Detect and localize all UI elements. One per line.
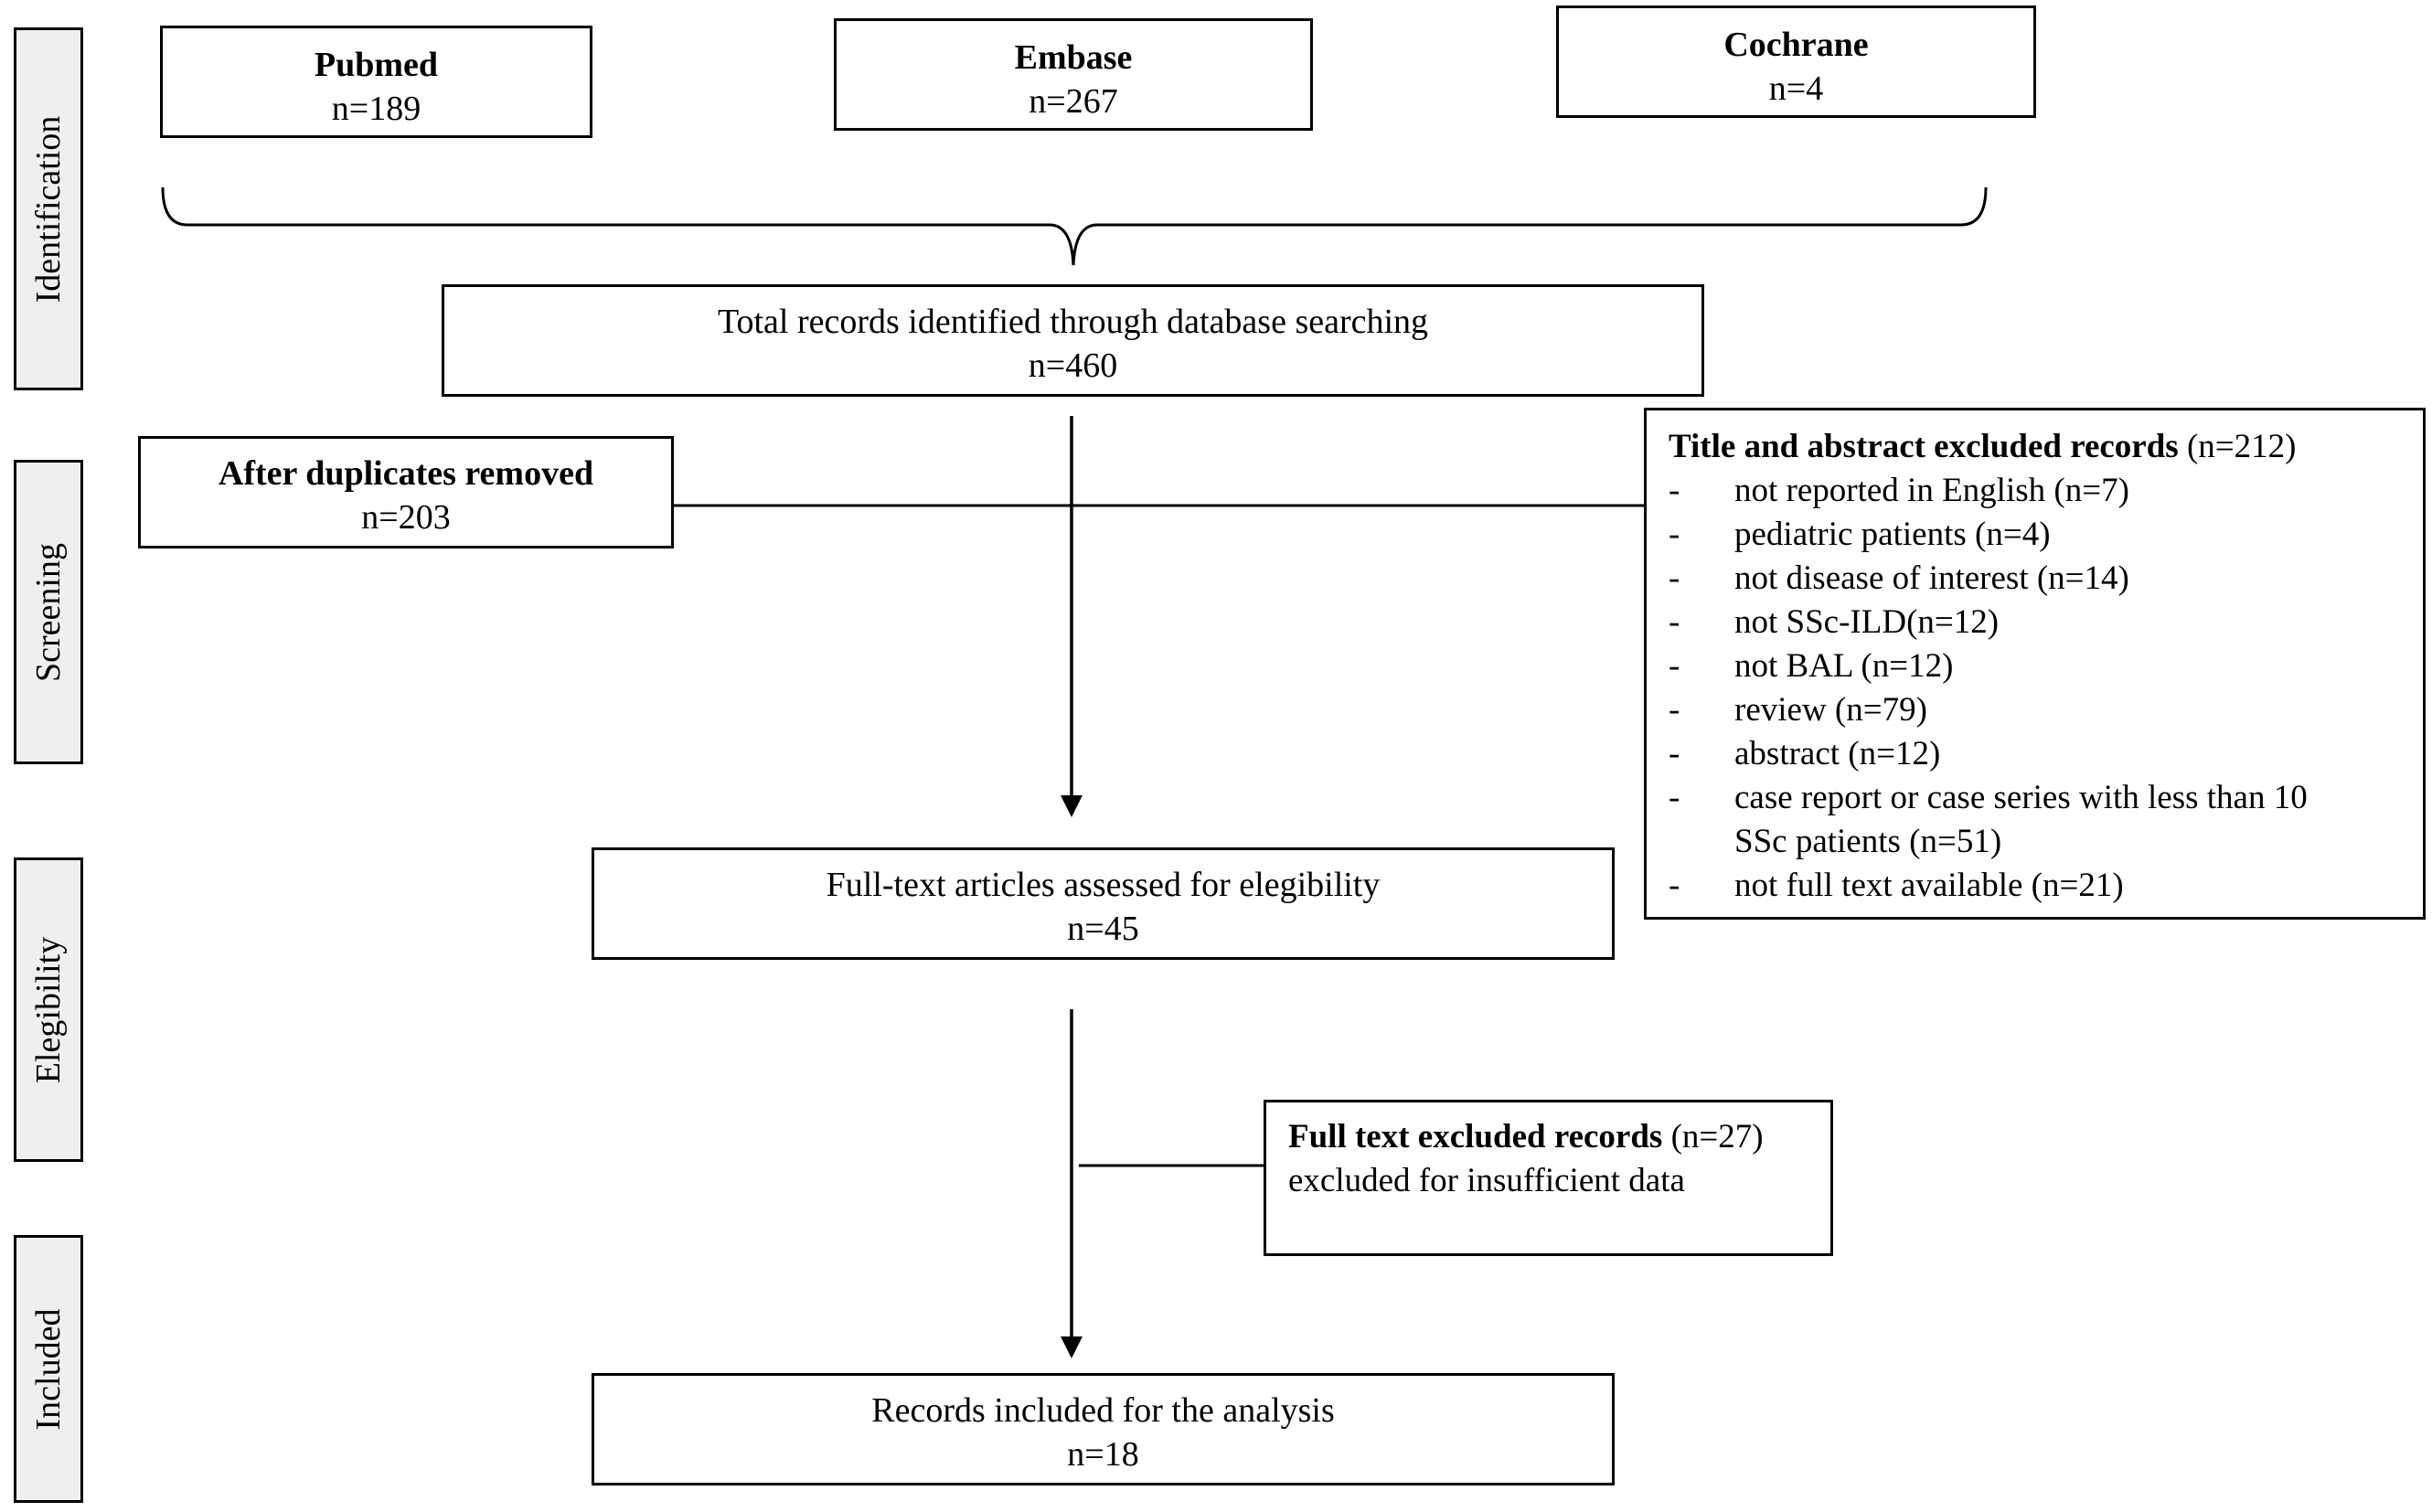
exclusion-item: -case report or case series with less th… — [1669, 779, 2308, 816]
stage-identification: Identification — [14, 27, 83, 390]
duplicates-count: n=203 — [361, 498, 451, 537]
stage-screening: Screening — [14, 460, 83, 764]
title-abstract-excluded-heading: Title and abstract excluded records (n=2… — [1669, 428, 2297, 465]
included-count: n=18 — [1067, 1435, 1139, 1474]
fulltext-excluded-heading: Full text excluded records (n=27) — [1288, 1118, 1764, 1155]
exclusion-item: -not disease of interest (n=14) — [1669, 559, 2129, 597]
source-embase-box: Embase n=267 — [834, 18, 1313, 131]
fulltext-assessed-count: n=45 — [1067, 910, 1139, 948]
stage-elegibility: Elegibility — [14, 857, 83, 1162]
title-abstract-excluded-content: Title and abstract excluded records (n=2… — [1669, 425, 2308, 908]
exclusion-item: -abstract (n=12) — [1669, 735, 1941, 772]
fulltext-assessed-box: Full-text articles assessed for elegibil… — [592, 847, 1615, 960]
source-cochrane-count: n=4 — [1768, 69, 1824, 108]
duplicates-box: After duplicates removed n=203 — [138, 436, 674, 548]
source-embase-name: Embase — [1014, 38, 1133, 77]
included-label: Records included for the analysis — [871, 1391, 1335, 1430]
source-cochrane-name: Cochrane — [1723, 26, 1869, 64]
total-records-box: Total records identified through databas… — [442, 284, 1704, 397]
title-abstract-excluded-box: Title and abstract excluded records (n=2… — [1644, 408, 2426, 920]
sources-brace — [161, 186, 1988, 266]
source-pubmed-count: n=189 — [331, 90, 421, 128]
exclusion-item: -not SSc-ILD(n=12) — [1669, 603, 2000, 641]
arrowhead-fulltext — [1061, 795, 1083, 817]
source-embase-count: n=267 — [1029, 82, 1118, 121]
exclusion-item: -review (n=79) — [1669, 691, 1927, 729]
included-box: Records included for the analysis n=18 — [592, 1373, 1615, 1485]
fulltext-excluded-box: Full text excluded records (n=27) exclud… — [1264, 1100, 1833, 1256]
total-records-label: Total records identified through databas… — [717, 303, 1429, 341]
exclusion-item: -pediatric patients (n=4) — [1669, 516, 2051, 553]
total-records-count: n=460 — [1028, 346, 1118, 385]
exclusion-item-continuation: SSc patients (n=51) — [1734, 823, 2002, 860]
source-cochrane-box: Cochrane n=4 — [1556, 5, 2036, 118]
exclusion-item: -not BAL (n=12) — [1669, 647, 1954, 685]
fulltext-excluded-reason: excluded for insufficient data — [1288, 1162, 1685, 1199]
source-pubmed-box: Pubmed n=189 — [160, 26, 592, 138]
exclusion-item: -not full text available (n=21) — [1669, 867, 2124, 904]
arrowhead-included — [1061, 1336, 1083, 1358]
source-pubmed-name: Pubmed — [314, 46, 439, 84]
stage-included: Included — [14, 1235, 83, 1503]
fulltext-assessed-label: Full-text articles assessed for elegibil… — [826, 866, 1381, 904]
fulltext-excluded-content: Full text excluded records (n=27) exclud… — [1288, 1115, 1764, 1203]
exclusion-item: -not reported in English (n=7) — [1669, 472, 2129, 509]
duplicates-label: After duplicates removed — [218, 454, 594, 493]
